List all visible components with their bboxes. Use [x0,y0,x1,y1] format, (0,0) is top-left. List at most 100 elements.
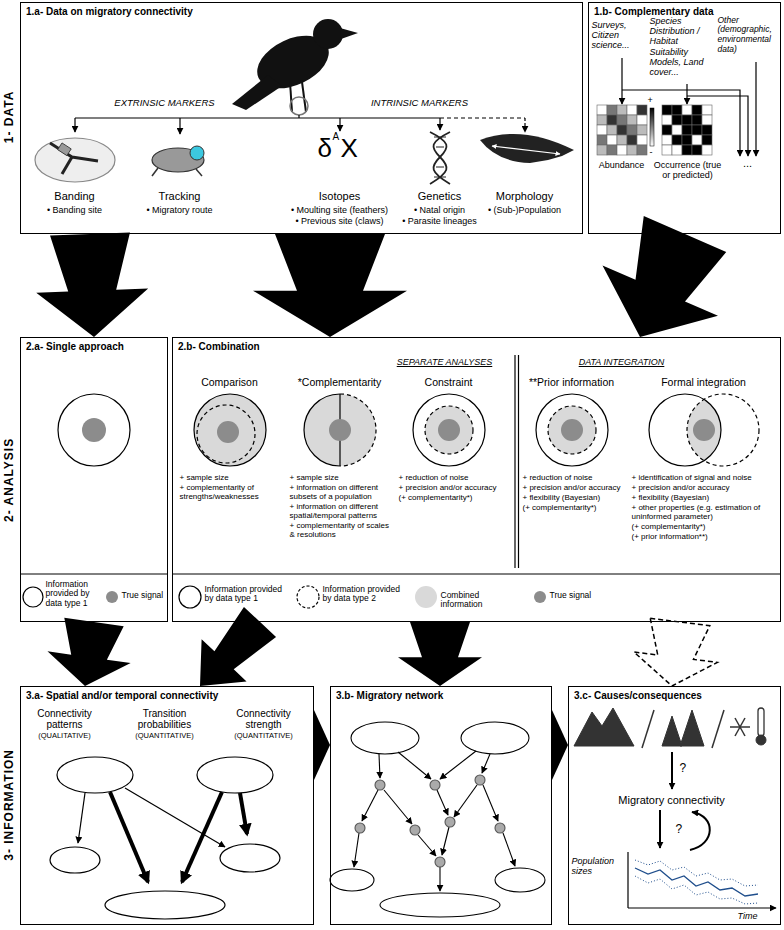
text-label: - [650,147,653,157]
migratory-network-part [418,835,436,856]
text-label: + other properties (e.g. estimation of u… [632,503,777,521]
text-label: **Prior information [522,376,622,388]
venn-combination-part [536,394,608,466]
venn-combination-part [194,394,266,466]
grid-cell [682,135,692,145]
text-label: (QUANTITATIVE) [218,732,310,741]
marker-tree-part [75,117,440,118]
connectivity-graphs-part [110,792,148,882]
text-label: + precision and/or accuracy [399,483,499,492]
flow-arrow [314,710,330,780]
drivers-icons-part [735,718,745,736]
connectivity-graphs-part [57,757,133,793]
legend-sample-circle [23,587,43,607]
text-label: + complementarity of scales & resolution… [290,521,392,539]
legend-swatch [415,586,437,608]
flow-arrow [603,216,727,337]
grid-cell [617,135,627,145]
migratory-network-part [461,722,529,754]
grid-cell [637,105,647,115]
text-label: *Complementarity [288,376,392,388]
text-label: + information on different spatial/tempo… [290,502,392,520]
grid-cell [662,125,672,135]
text-label: Morphology [480,190,570,203]
migratory-network-part-part [475,775,485,785]
marker-tree [75,97,525,134]
marker-tree-part [339,118,340,131]
legend-text: True signal [122,591,166,601]
legend-text: Information provided by data type 2 [323,585,408,605]
text-label: + complementarity of strengths/weaknesse… [180,483,280,501]
text-label: • Moulting site (feathers) [282,205,398,215]
migratory-network-part [454,785,477,817]
text-label: + precision and/or accuracy [523,483,623,492]
side-label: 2- ANALYSIS [3,380,17,580]
text-label: Species Distribution / Habitat Suitabili… [650,16,714,78]
flow-arrow [36,232,148,337]
tracking-icon [152,146,204,176]
drivers-icons-part [662,716,682,746]
migratory-network-part-part [355,823,365,833]
text-label: • (Sub-)Population [475,205,575,215]
dna-icon-part [434,137,446,138]
abundance-scale [650,108,654,146]
text-label: Time [738,911,758,921]
text-label: Formal integration [634,376,774,388]
grid-cell [672,145,682,155]
group-label: INTRINSIC MARKERS [360,98,480,109]
migratory-network-part [483,785,498,821]
migratory-network-part [495,868,545,892]
venn-combination-part [172,574,781,575]
panel-box: 2.a- Single approachInformation provided… [20,337,168,622]
text-label: • Parasite lineages [397,216,483,226]
migratory-network-part [442,827,449,855]
text-label: Population sizes [572,856,627,877]
grid-cell [692,105,702,115]
grid-cell [637,115,647,125]
text-label: + information on different subsets of a … [290,483,392,501]
venn-combination-part [438,419,460,441]
text-label: SEPARATE ANALYSES [380,357,510,367]
migratory-network-part-part [445,817,455,827]
marker-tree-part [290,97,308,115]
wing-icon [480,134,574,163]
grid-cell [682,145,692,155]
legend-sample-circle [179,586,201,608]
migratory-network [330,722,545,917]
text-label: (QUANTITATIVE) [120,732,210,741]
text-label: (+ complementarity*) [399,493,499,502]
population-plot-part [628,907,776,908]
isotope-symbol: δ [318,134,332,164]
migratory-network-part [351,722,419,754]
text-label: + identification of signal and noise [632,473,777,482]
grid-cell [672,135,682,145]
text-label: Migratory connectivity [597,794,747,807]
text-label: + flexibility (Bayesian) [523,493,623,502]
grid-cell [597,135,607,145]
marker-tree-part [74,118,75,132]
population-plot-part [627,852,628,908]
side-label: 3- INFORMATION [3,705,17,905]
text-label: Connectivity strength [218,708,310,731]
text-label: Surveys, Citizen science... [592,20,646,51]
grid-cell [692,125,702,135]
drivers-icons-part [756,735,766,745]
grid-cell [692,145,702,155]
population-plot [628,852,776,908]
migratory-network-part [440,751,476,779]
grid-cell [672,105,682,115]
grid-cell [627,135,637,145]
dna-icon-part [436,167,444,168]
grid-cell [617,105,627,115]
flow-arrow [253,234,407,337]
grid-cell [637,125,647,135]
text-label: ? [680,762,687,776]
grid-cell [597,145,607,155]
venn-combination-part [649,394,721,466]
banding-icon-part [62,157,72,174]
venn-combination-part [304,394,376,466]
drivers-icons-part [735,718,745,736]
venn-single-part [82,418,106,442]
grid-cell [692,135,702,145]
